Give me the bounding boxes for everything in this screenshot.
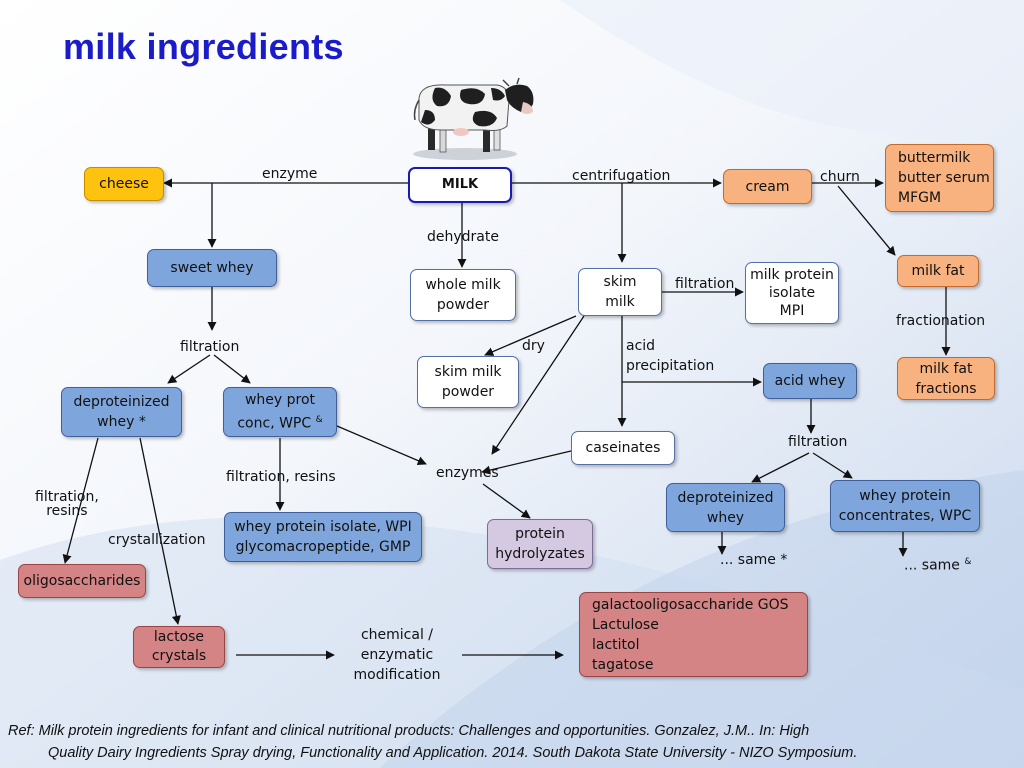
skim-milk-box: skim milk: [578, 268, 662, 316]
caseinates-box: caseinates: [571, 431, 675, 465]
label-chemical-modification: chemical / enzymatic modification: [353, 627, 441, 683]
mpi-box: milk protein isolate MPI: [745, 262, 839, 324]
wpc-left-box: whey prot conc, WPC &: [223, 387, 337, 437]
cheese-box: cheese: [84, 167, 164, 201]
label-crystallization: crystallization: [108, 532, 206, 548]
arrow-to-skim-milk-powder: [484, 315, 577, 356]
cream-box: cream: [723, 169, 812, 204]
label-acid-precipitation: acid precipitation: [626, 338, 715, 374]
milk-fat-box: milk fat: [897, 255, 979, 287]
label-filtration-mpi: filtration: [675, 276, 735, 292]
arrow-to-wpc-right: [812, 452, 853, 479]
arrow-wpc-to-enzymes: [336, 425, 427, 465]
arrow-to-protein-hydrolyzates: [482, 483, 531, 519]
protein-hydrolyzates-box: protein hydrolyzates: [487, 519, 593, 569]
label-same-amp: ... same &: [904, 557, 972, 574]
lactose-crystals-box: lactose crystals: [133, 626, 225, 668]
label-filtration-resins-mid: filtration, resins: [226, 469, 336, 485]
label-same-star: ... same *: [720, 552, 788, 568]
label-filtration-left: filtration: [180, 339, 240, 355]
label-filtration-resins-left: filtration, resins: [35, 489, 99, 519]
skim-milk-powder-box: skim milk powder: [417, 356, 519, 408]
label-centrifugation: centrifugation: [572, 168, 671, 184]
deproteinized-whey-right-box: deproteinized whey: [666, 483, 785, 532]
arrow-to-deproteinized-right: [751, 452, 810, 483]
cow-icon: [413, 77, 534, 160]
gos-products-box: galactooligosaccharide GOS Lactulose lac…: [579, 592, 808, 677]
label-dry: dry: [522, 338, 545, 354]
reference-citation: Ref: Milk protein ingredients for infant…: [8, 723, 858, 761]
acid-whey-box: acid whey: [763, 363, 857, 399]
label-dehydrate: dehydrate: [427, 229, 499, 245]
label-fractionation: fractionation: [896, 313, 986, 329]
sweet-whey-box: sweet whey: [147, 249, 277, 287]
arrow-to-lactose-crystals: [139, 437, 181, 625]
arrow-to-wpc-left: [213, 354, 251, 384]
whole-milk-powder-box: whole milk powder: [410, 269, 516, 321]
wpc-right-box: whey protein concentrates, WPC: [830, 480, 980, 532]
arrow-to-oligosaccharides: [62, 437, 99, 564]
milk-fat-fractions-box: milk fat fractions: [897, 357, 995, 400]
label-enzyme: enzyme: [262, 166, 318, 182]
label-enzymes: enzymes: [436, 465, 499, 481]
label-churn: churn: [820, 169, 860, 185]
butter-products-box: buttermilk butter serum MFGM: [885, 144, 994, 212]
arrow-to-deproteinized-left: [167, 354, 211, 384]
arrow-caseinates-to-enzymes: [481, 450, 572, 475]
arrow-skim-to-enzymes: [491, 315, 585, 455]
arrow-to-milk-fat: [837, 185, 896, 256]
slide-title: milk ingredients: [63, 26, 344, 67]
oligosaccharides-box: oligosaccharides: [18, 564, 146, 598]
label-filtration-right: filtration: [788, 434, 848, 450]
wpi-gmp-box: whey protein isolate, WPI glycomacropept…: [224, 512, 422, 562]
deproteinized-whey-left-box: deproteinized whey *: [61, 387, 182, 437]
milk-box: MILK: [408, 167, 512, 203]
